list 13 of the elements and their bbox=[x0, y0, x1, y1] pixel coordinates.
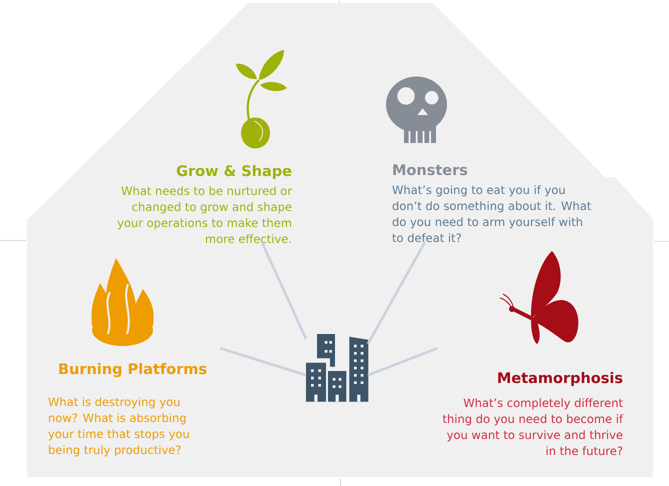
description: What’s going to eat you if you don’t do something about it. What do you need to arm yourself with to defeat it? bbox=[392, 185, 592, 242]
connector-line bbox=[261, 242, 308, 340]
heading: Burning Platforms bbox=[59, 362, 206, 378]
description: What’s completely different thing do you need to become if you want to survive and thrive in the future? bbox=[442, 398, 624, 456]
connector-line bbox=[220, 346, 306, 376]
heading: Monsters bbox=[393, 164, 468, 176]
description: What needs to be nurtured or changed to grow and shape your operations to make them more effective. bbox=[117, 186, 292, 244]
heading: Metamorphosis bbox=[498, 372, 622, 386]
buildings-icon bbox=[306, 334, 368, 402]
connector-line bbox=[368, 347, 438, 376]
heading: Grow & Shape bbox=[176, 164, 292, 179]
description: What is destroying you now? What is absorbing your time that stops you being truly productive? bbox=[48, 397, 189, 456]
connector-line bbox=[366, 242, 426, 344]
